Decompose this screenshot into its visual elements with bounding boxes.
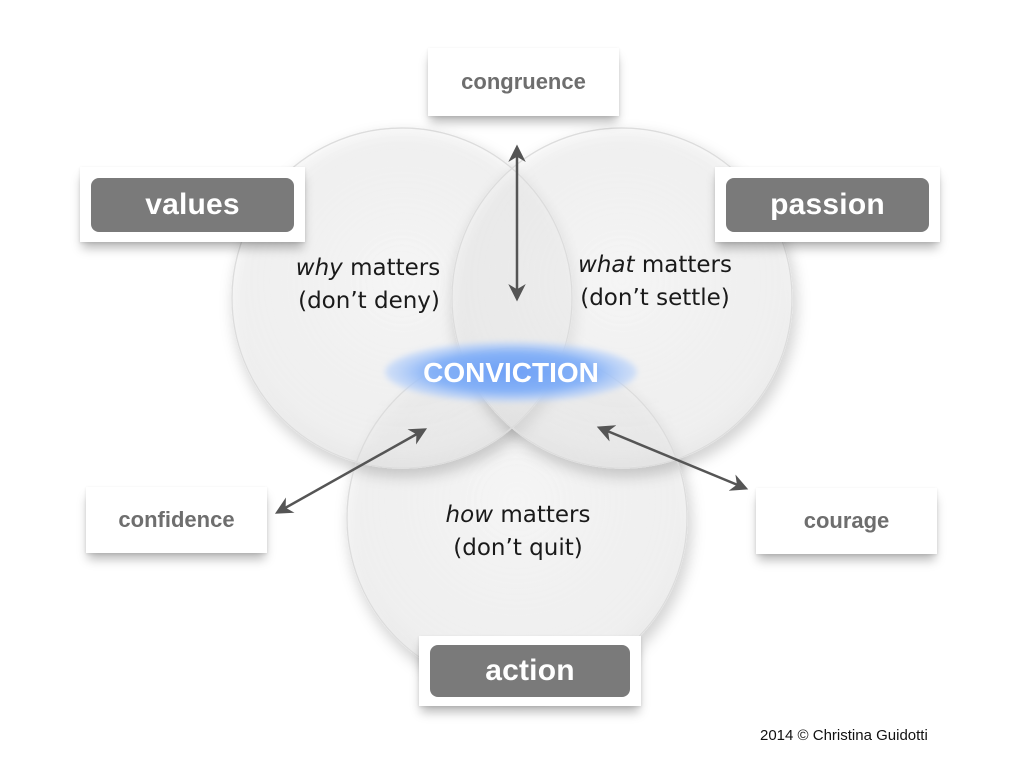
- what-subtext: (don’t settle): [580, 285, 730, 311]
- action-card: action: [419, 636, 641, 706]
- how-subtext: (don’t quit): [453, 535, 582, 561]
- conviction-label: CONVICTION: [423, 357, 599, 388]
- copyright-text: 2014 © Christina Guidotti: [760, 727, 928, 744]
- why-matters-text: why matters: [296, 255, 440, 281]
- conviction-highlight: [385, 342, 637, 402]
- values-card: values: [80, 167, 305, 242]
- what-matters-text: what matters: [578, 252, 732, 278]
- values-label: values: [91, 177, 294, 232]
- congruence-label: congruence: [461, 69, 586, 94]
- arrow-confidence: [274, 428, 428, 514]
- arrow-courage: [596, 425, 749, 491]
- courage-card: courage: [756, 488, 937, 554]
- passion-label: passion: [726, 177, 929, 232]
- why-subtext: (don’t deny): [298, 288, 440, 314]
- courage-label: courage: [803, 508, 890, 533]
- passion-card: passion: [715, 167, 940, 242]
- confidence-label: confidence: [118, 507, 235, 532]
- congruence-card: congruence: [428, 48, 619, 116]
- how-matters-text: how matters: [446, 502, 591, 528]
- confidence-card: confidence: [86, 487, 267, 553]
- action-label: action: [430, 645, 630, 697]
